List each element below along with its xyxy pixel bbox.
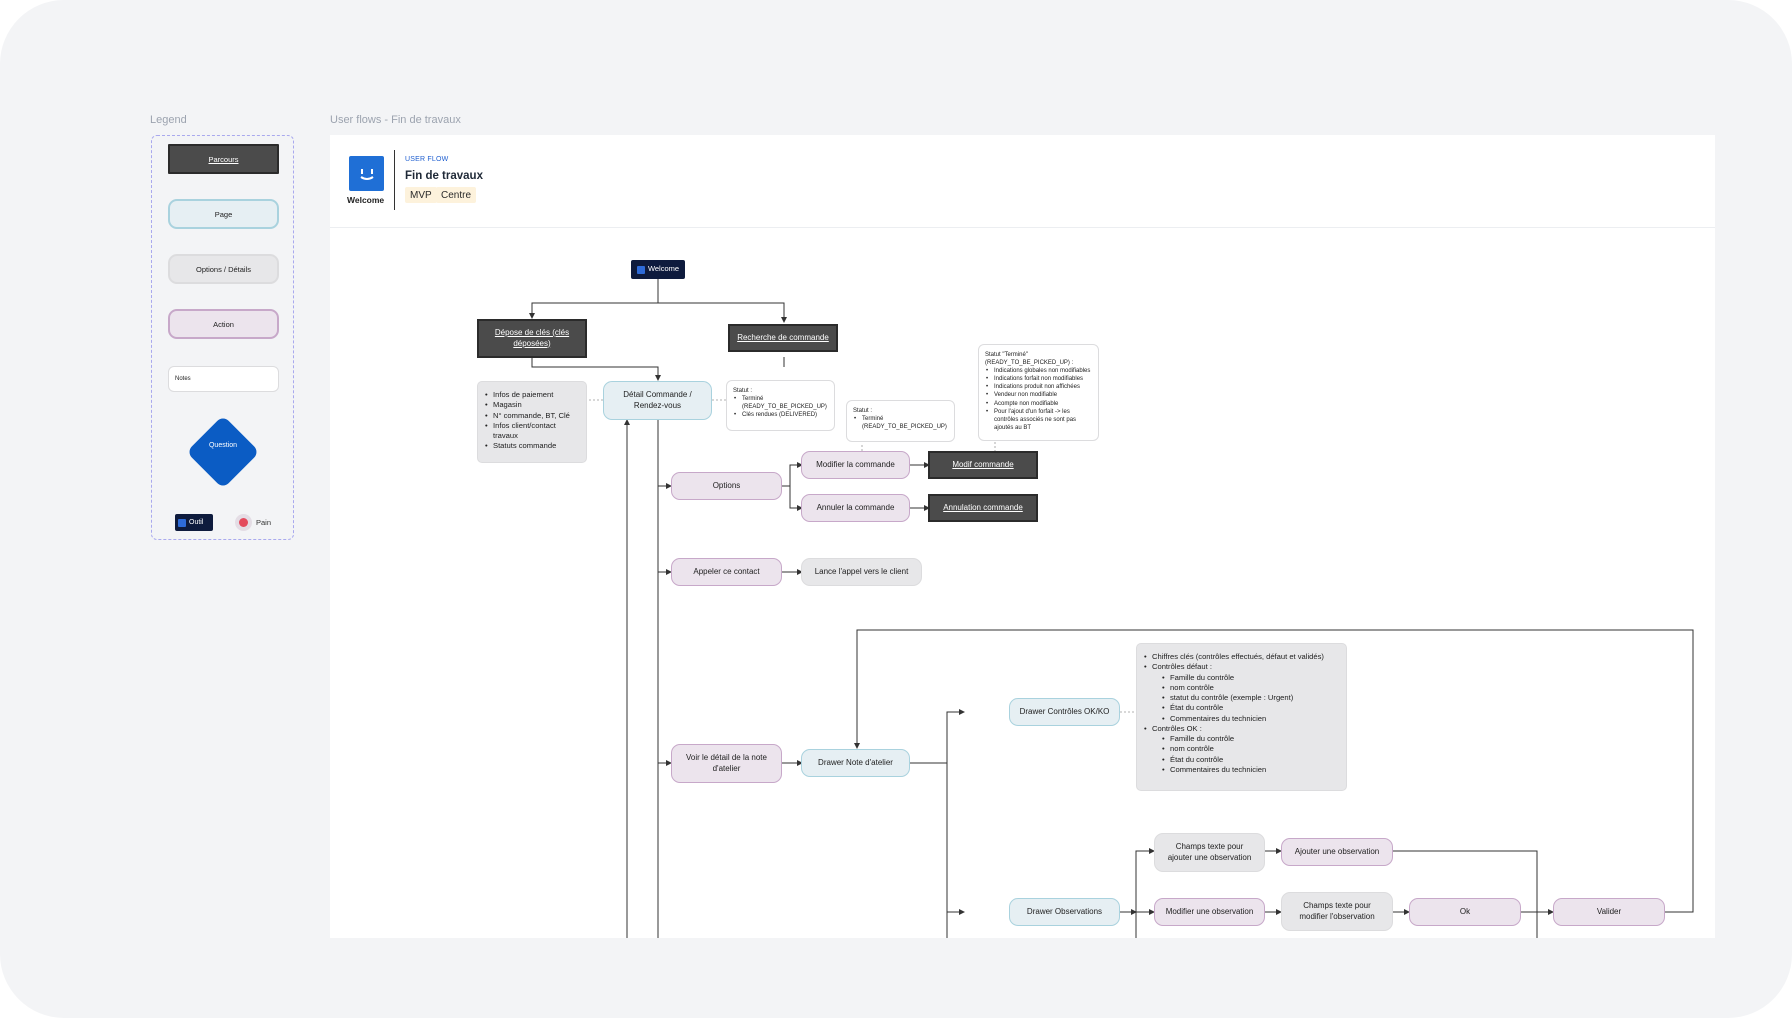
legend-question-label: Question bbox=[208, 442, 238, 449]
node-ok[interactable]: Ok bbox=[1409, 898, 1521, 926]
node-drawer-controles[interactable]: Drawer Contrôles OK/KO bbox=[1009, 698, 1120, 726]
header-separator bbox=[330, 227, 1715, 228]
list-item: Infos client/contact travaux bbox=[484, 421, 580, 442]
node-welcome[interactable]: Welcome bbox=[631, 260, 685, 279]
header-divider bbox=[394, 150, 395, 210]
tool-logo-icon bbox=[636, 265, 645, 274]
legend-options[interactable]: Options / Détails bbox=[168, 254, 279, 284]
note-title: Statut : bbox=[853, 408, 873, 414]
node-detail-commande[interactable]: Détail Commande / Rendez-vous bbox=[603, 381, 712, 420]
sub-list-item: nom contrôle bbox=[1161, 683, 1324, 694]
flow-kind: USER FLOW bbox=[405, 156, 449, 163]
tag-mvp: MVP bbox=[405, 187, 437, 203]
node-annulation-commande[interactable]: Annulation commande bbox=[928, 494, 1038, 522]
list-item: Statuts commande bbox=[484, 441, 580, 452]
legend-action[interactable]: Action bbox=[168, 309, 279, 339]
flow-board: Welcome USER FLOW Fin de travaux MVP Cen… bbox=[330, 135, 1715, 938]
sub-list-item: nom contrôle bbox=[1161, 744, 1324, 755]
list-item-label: Contrôles OK : bbox=[1152, 723, 1202, 733]
note-item: Indications forfait non modifiables bbox=[985, 375, 1092, 383]
flow-title: Fin de travaux bbox=[405, 170, 483, 182]
legend-tool-label: Outil bbox=[189, 519, 204, 526]
sub-list-item: statut du contrôle (exemple : Urgent) bbox=[1161, 693, 1324, 704]
node-champs-ajouter[interactable]: Champs texte pour ajouter une observatio… bbox=[1154, 833, 1265, 872]
node-controles-list: Chiffres clés (contrôles effectués, défa… bbox=[1136, 643, 1347, 791]
legend-tool[interactable]: Outil bbox=[175, 514, 213, 531]
sub-list-item: État du contrôle bbox=[1161, 755, 1324, 766]
sub-list-item: État du contrôle bbox=[1161, 703, 1324, 714]
note-item: Indications globales non modifiables bbox=[985, 367, 1092, 375]
legend-label: Legend bbox=[150, 114, 187, 126]
tool-logo-icon bbox=[178, 518, 186, 527]
legend-notes[interactable]: Notes bbox=[168, 366, 279, 392]
node-appeler[interactable]: Appeler ce contact bbox=[671, 558, 782, 586]
note-item: Clés rendues (DELIVERED) bbox=[733, 411, 828, 419]
node-annuler-commande[interactable]: Annuler la commande bbox=[801, 494, 910, 522]
node-welcome-label: Welcome bbox=[647, 264, 680, 274]
list-item: Contrôles défaut :Famille du contrôlenom… bbox=[1143, 662, 1324, 724]
list-item: Chiffres clés (contrôles effectués, défa… bbox=[1143, 652, 1324, 663]
flow-frame-label[interactable]: User flows - Fin de travaux bbox=[330, 114, 461, 126]
legend-panel: Parcours Page Options / Détails Action N… bbox=[151, 135, 294, 540]
list-item: Infos de paiement bbox=[484, 390, 580, 401]
note-title: Statut "Terminé" (READY_TO_BE_PICKED_UP)… bbox=[985, 352, 1074, 367]
legend-pain-label: Pain bbox=[256, 518, 272, 527]
sub-list-item: Famille du contrôle bbox=[1161, 673, 1324, 684]
node-drawer-observations[interactable]: Drawer Observations bbox=[1009, 898, 1120, 926]
list-item: N° commande, BT, Clé bbox=[484, 411, 580, 422]
note-item: Vendeur non modifiable bbox=[985, 391, 1092, 399]
node-valider[interactable]: Valider bbox=[1553, 898, 1665, 926]
pain-dot-icon bbox=[235, 514, 252, 531]
list-item-label: Contrôles défaut : bbox=[1152, 662, 1212, 672]
note-title: Statut : bbox=[733, 388, 753, 394]
node-recherche[interactable]: Recherche de commande bbox=[728, 324, 838, 352]
node-lance-appel[interactable]: Lance l'appel vers le client bbox=[801, 558, 922, 586]
node-champs-modifier[interactable]: Champs texte pour modifier l'observation bbox=[1281, 892, 1393, 931]
welcome-logo-icon bbox=[349, 156, 384, 191]
list-item: Contrôles OK :Famille du contrôlenom con… bbox=[1143, 723, 1324, 776]
node-modifier-observation[interactable]: Modifier une observation bbox=[1154, 898, 1265, 926]
list-item-label: Chiffres clés (contrôles effectués, défa… bbox=[1152, 652, 1324, 661]
note-statut-3: Statut "Terminé" (READY_TO_BE_PICKED_UP)… bbox=[978, 344, 1099, 441]
note-item: Indications produit non affichées bbox=[985, 383, 1092, 391]
sub-list-item: Famille du contrôle bbox=[1161, 734, 1324, 745]
tag-centre: Centre bbox=[436, 187, 477, 203]
note-statut-2: Statut : Terminé (READY_TO_BE_PICKED_UP) bbox=[846, 400, 955, 442]
legend-page[interactable]: Page bbox=[168, 199, 279, 229]
note-item: Terminé (READY_TO_BE_PICKED_UP) bbox=[853, 415, 948, 431]
flow-connectors bbox=[529, 279, 1694, 938]
note-item: Pour l'ajout d'un forfait -> les contrôl… bbox=[985, 408, 1092, 432]
note-item: Terminé (READY_TO_BE_PICKED_UP) bbox=[733, 395, 828, 411]
node-modif-commande[interactable]: Modif commande bbox=[928, 451, 1038, 479]
node-voir-detail[interactable]: Voir le détail de la note d'atelier bbox=[671, 744, 782, 783]
node-modifier-commande[interactable]: Modifier la commande bbox=[801, 451, 910, 479]
node-infos-list: Infos de paiementMagasinN° commande, BT,… bbox=[477, 381, 587, 463]
note-statut-1: Statut : Terminé (READY_TO_BE_PICKED_UP)… bbox=[726, 380, 835, 431]
sub-list-item: Commentaires du technicien bbox=[1161, 765, 1324, 776]
node-options[interactable]: Options bbox=[671, 472, 782, 500]
sub-list-item: Commentaires du technicien bbox=[1161, 714, 1324, 725]
legend-question-diamond[interactable] bbox=[186, 415, 260, 489]
node-ajouter-observation[interactable]: Ajouter une observation bbox=[1281, 838, 1393, 866]
logo-label: Welcome bbox=[347, 195, 385, 205]
list-item: Magasin bbox=[484, 400, 580, 411]
legend-parcours[interactable]: Parcours bbox=[168, 144, 279, 174]
note-item: Acompte non modifiable bbox=[985, 400, 1092, 408]
node-drawer-note[interactable]: Drawer Note d'atelier bbox=[801, 749, 910, 777]
node-depose[interactable]: Dépose de clés (clés déposées) bbox=[477, 319, 587, 358]
